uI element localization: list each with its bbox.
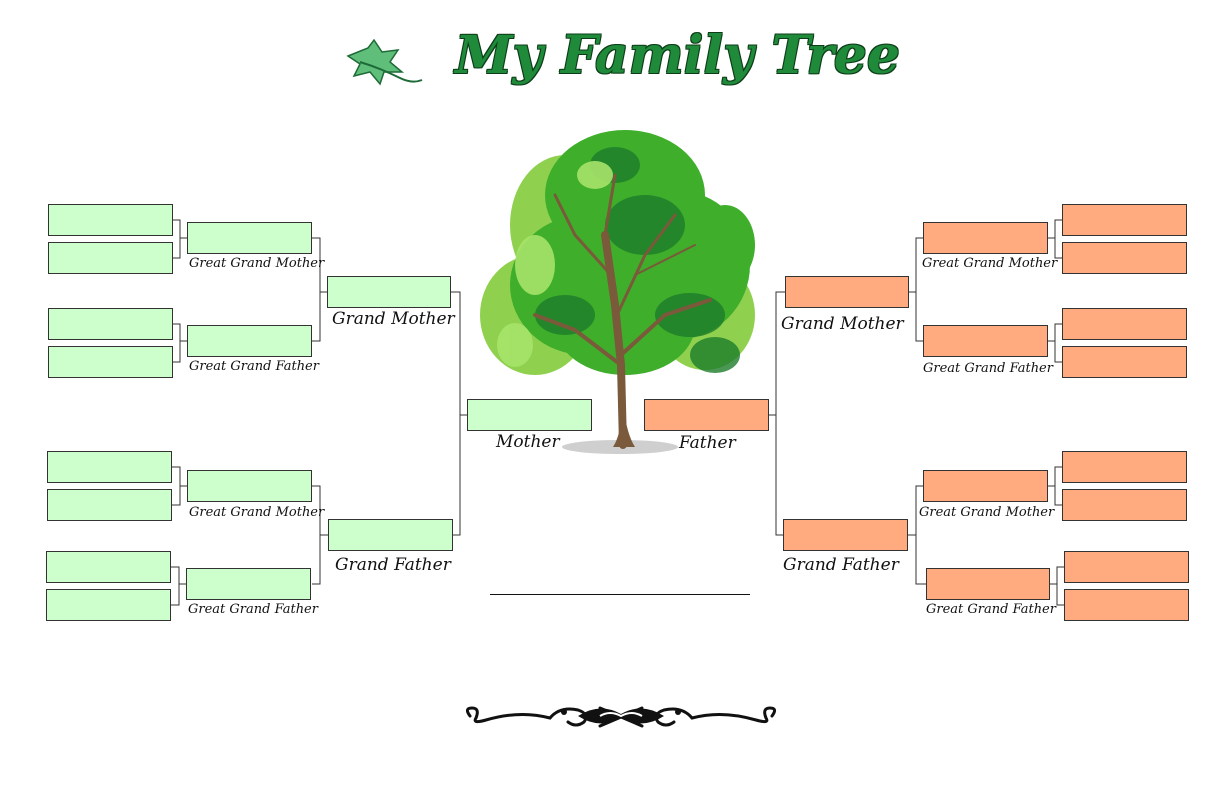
great-grand-mother-label: Great Grand Mother xyxy=(189,505,325,520)
maternal-great-grand-mother-field[interactable] xyxy=(187,222,312,254)
paternal-ggf2-father-field[interactable] xyxy=(1064,589,1189,621)
paternal-ggf-mother-field[interactable] xyxy=(1062,308,1187,340)
maternal-ggm2-mother-field[interactable] xyxy=(47,451,172,483)
maternal-ggf-father-field[interactable] xyxy=(48,346,173,378)
paternal-of-mother-great-grand-mother-field[interactable] xyxy=(187,470,312,502)
maternal-grand-mother-field[interactable] xyxy=(327,276,451,308)
page-title: My Family Tree xyxy=(455,25,900,86)
paternal-grand-mother-field[interactable] xyxy=(785,276,909,308)
paternal-great-grand-father-field[interactable] xyxy=(923,325,1048,357)
paternal-ggm-mother-field[interactable] xyxy=(1062,204,1187,236)
tree-illustration xyxy=(480,130,755,454)
paternal-great-grand-mother-2-field[interactable] xyxy=(923,470,1048,502)
maternal-ggf2-mother-field[interactable] xyxy=(46,551,171,583)
great-grand-father-label: Great Grand Father xyxy=(188,602,318,617)
paternal-ggf-father-field[interactable] xyxy=(1062,346,1187,378)
maternal-ggf2-father-field[interactable] xyxy=(46,589,171,621)
maternal-ggm-mother-field[interactable] xyxy=(48,204,173,236)
paternal-ggm2-father-field[interactable] xyxy=(1062,489,1187,521)
father-label: Father xyxy=(679,433,736,453)
leaf-icon xyxy=(346,38,423,86)
mother-label: Mother xyxy=(496,432,560,452)
paternal-ggm-father-field[interactable] xyxy=(1062,242,1187,274)
flourish-ornament xyxy=(465,706,777,728)
paternal-grand-father-field[interactable] xyxy=(783,519,908,551)
paternal-ggf2-mother-field[interactable] xyxy=(1064,551,1189,583)
grand-father-label: Grand Father xyxy=(783,555,899,575)
grand-mother-label: Grand Mother xyxy=(332,309,455,329)
great-grand-mother-label: Great Grand Mother xyxy=(189,256,325,271)
grand-mother-label: Grand Mother xyxy=(781,314,904,334)
maternal-grand-father-field[interactable] xyxy=(328,519,453,551)
maternal-ggf-mother-field[interactable] xyxy=(48,308,173,340)
great-grand-father-label: Great Grand Father xyxy=(923,361,1053,376)
father-field[interactable] xyxy=(644,399,769,431)
paternal-great-grand-father-2-field[interactable] xyxy=(926,568,1050,600)
maternal-ggm-father-field[interactable] xyxy=(48,242,173,274)
paternal-great-grand-mother-field[interactable] xyxy=(923,222,1048,254)
paternal-ggm2-mother-field[interactable] xyxy=(1062,451,1187,483)
maternal-ggm2-father-field[interactable] xyxy=(47,489,172,521)
great-grand-father-label: Great Grand Father xyxy=(926,602,1056,617)
paternal-of-mother-great-grand-father-field[interactable] xyxy=(186,568,311,600)
great-grand-father-label: Great Grand Father xyxy=(189,359,319,374)
great-grand-mother-label: Great Grand Mother xyxy=(919,505,1055,520)
maternal-great-grand-father-field[interactable] xyxy=(187,325,312,357)
signature-line xyxy=(490,594,750,595)
mother-field[interactable] xyxy=(467,399,592,431)
great-grand-mother-label: Great Grand Mother xyxy=(922,256,1058,271)
grand-father-label: Grand Father xyxy=(335,555,451,575)
